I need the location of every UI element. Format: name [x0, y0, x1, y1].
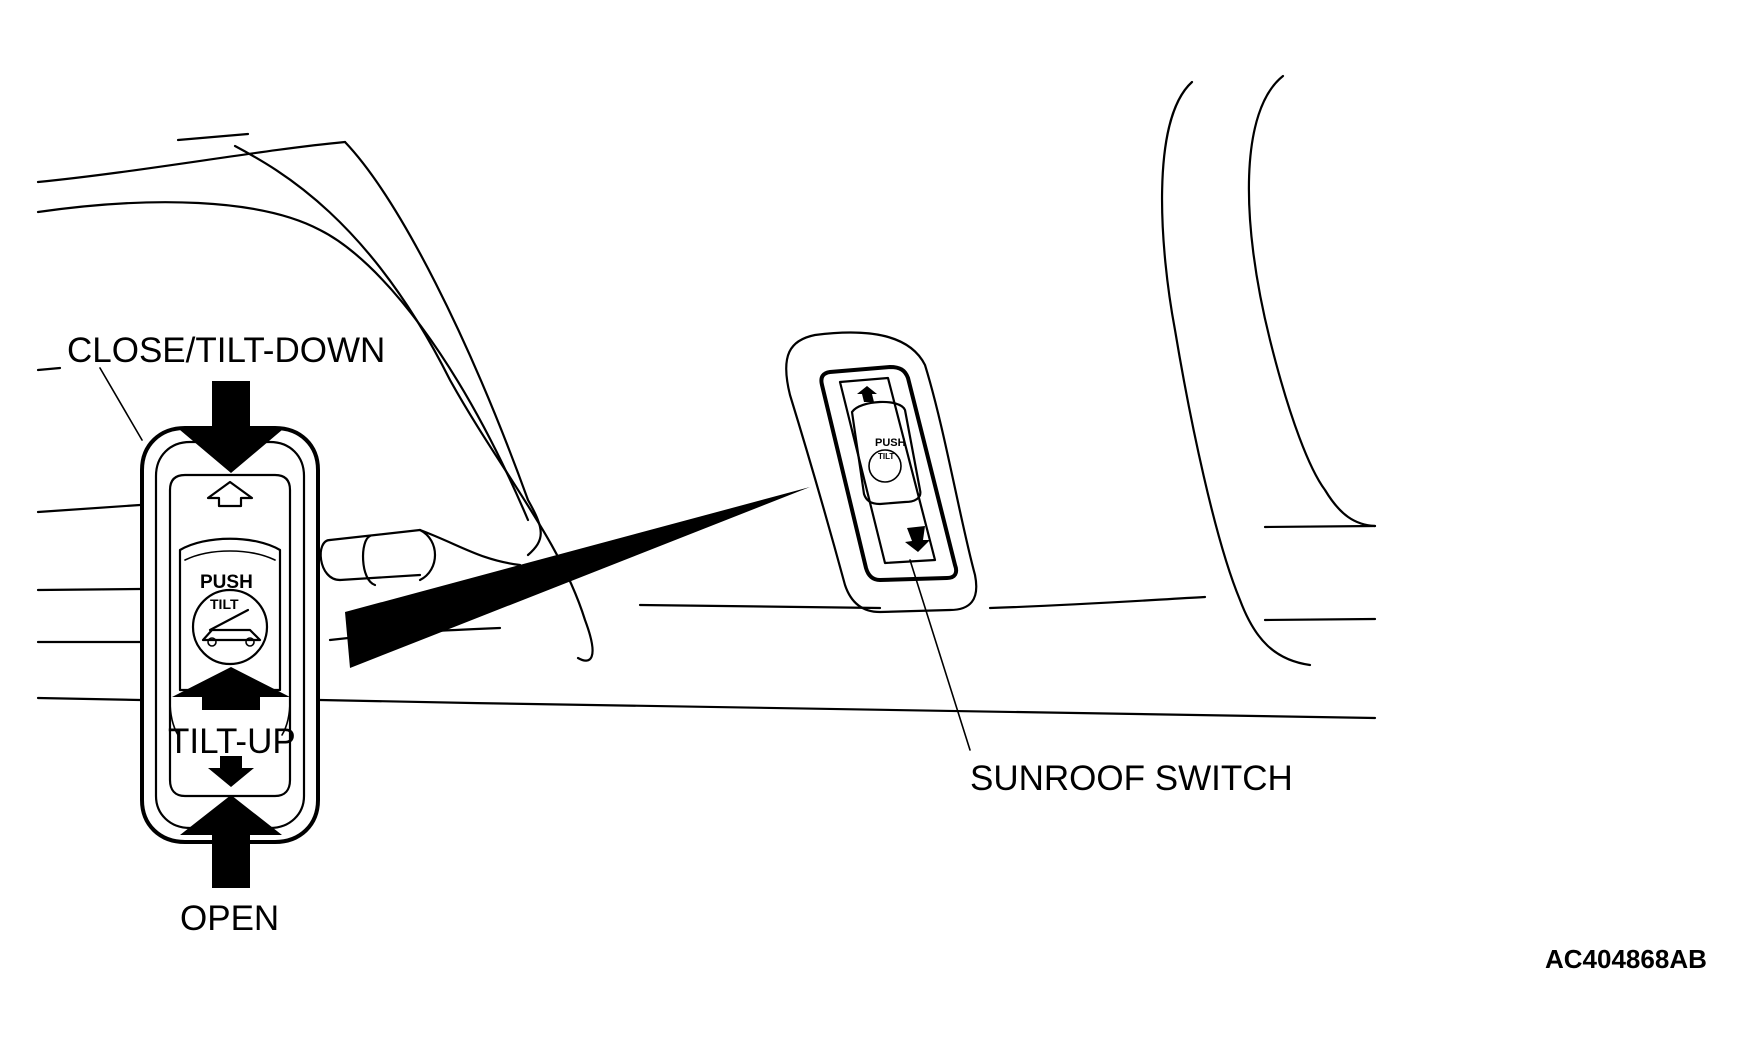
- svg-text:TILT: TILT: [878, 452, 894, 461]
- close-tilt-down-leader: [99, 367, 143, 441]
- direction-arrows: [172, 381, 290, 888]
- open-label: OPEN: [180, 899, 279, 938]
- enlarged-switch: PUSH TILT: [140, 426, 320, 844]
- svg-text:PUSH: PUSH: [875, 437, 906, 449]
- tilt-up-label: TILT-UP: [168, 722, 296, 761]
- sunroof-switch-label: SUNROOF SWITCH: [970, 759, 1293, 798]
- tilt-label: TILT: [210, 596, 239, 612]
- figure-code: AC404868AB: [1545, 944, 1707, 974]
- tilt-up-arrow-icon: [172, 667, 290, 710]
- installed-switch: PUSH TILT: [785, 331, 978, 751]
- push-label: PUSH: [200, 572, 253, 593]
- open-arrow-icon: [180, 795, 282, 888]
- leader-wedge: [345, 487, 810, 668]
- close-tilt-down-arrow-icon: [180, 381, 282, 473]
- close-tilt-down-label: CLOSE/TILT-DOWN: [67, 331, 385, 370]
